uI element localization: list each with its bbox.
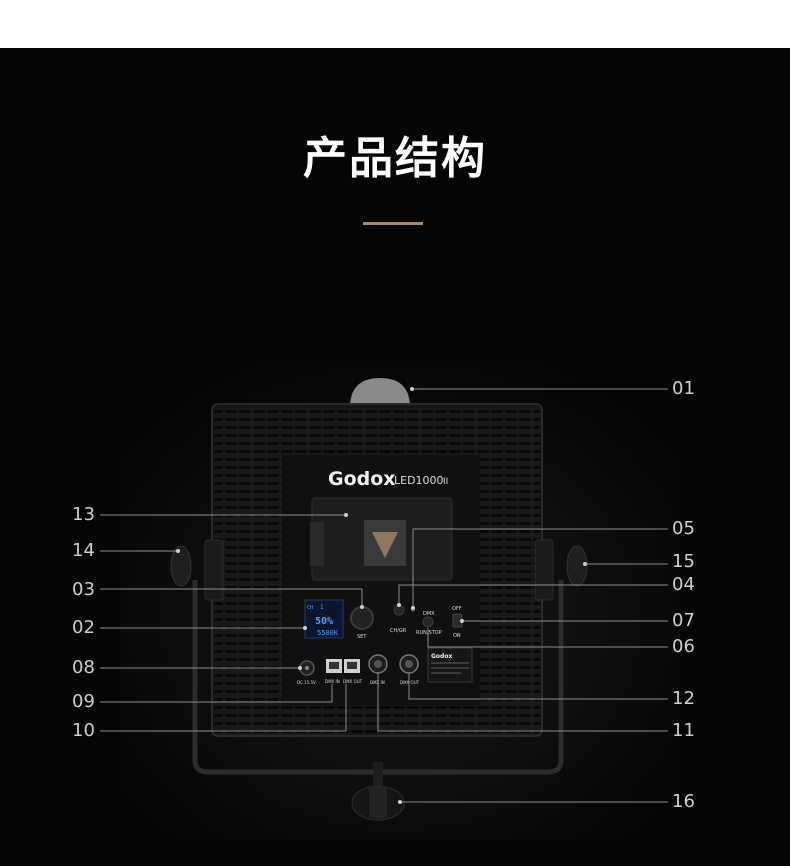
callout-02: 02 xyxy=(72,617,95,638)
v-mount-side-latch xyxy=(310,522,324,566)
dot-05 xyxy=(411,606,415,610)
right-bracket xyxy=(534,539,554,601)
sticker-brand: Godox xyxy=(431,653,452,660)
set-label: SET xyxy=(357,634,367,640)
callout-08: 08 xyxy=(72,657,95,678)
led-panel-diagram: Godox LED1000 II CH 1 50% 5500K SET CH/G… xyxy=(100,360,680,840)
top-mount-knob xyxy=(350,378,410,404)
leader-09 xyxy=(100,684,333,703)
callout-03: 03 xyxy=(72,579,95,600)
callout-09: 09 xyxy=(72,691,95,712)
set-knob[interactable] xyxy=(350,606,374,630)
leader-11 xyxy=(377,673,668,732)
sticker-line-1 xyxy=(431,662,469,664)
callout-11: 11 xyxy=(672,720,695,741)
callout-lines xyxy=(100,388,668,803)
left-lock-knob[interactable] xyxy=(170,545,192,587)
on-label: ON xyxy=(453,633,461,639)
callout-05: 05 xyxy=(672,518,695,539)
left-bracket xyxy=(204,539,224,601)
ch-gr-label: CH/GR xyxy=(390,628,407,634)
dot-15 xyxy=(583,562,587,566)
sticker-line-3 xyxy=(431,672,461,674)
callout-06: 06 xyxy=(672,636,695,657)
callout-14: 14 xyxy=(72,540,95,561)
callout-15: 15 xyxy=(672,551,695,572)
spec-sticker xyxy=(427,647,473,683)
xlr-dmx-in-pins xyxy=(374,660,382,668)
xlr-dmx-in-label: DMX IN xyxy=(370,680,385,685)
dot-16 xyxy=(398,800,402,804)
callout-04: 04 xyxy=(672,574,695,595)
v-mount-contact xyxy=(372,532,398,558)
leader-06 xyxy=(427,628,668,648)
callout-07: 07 xyxy=(672,610,695,631)
page-title: 产品结构 xyxy=(303,133,487,184)
run-stop-label: RUN/STOP xyxy=(416,630,442,636)
callout-01: 01 xyxy=(672,378,695,399)
stand-mount-collar xyxy=(369,786,387,818)
dot-02 xyxy=(303,626,307,630)
off-label: OFF xyxy=(452,606,462,612)
leader-05 xyxy=(412,528,668,608)
dot-01 xyxy=(410,387,414,391)
rj45-dmx-in-socket xyxy=(329,662,339,669)
leader-04 xyxy=(398,584,668,605)
top-white-band xyxy=(0,0,790,48)
dot-07 xyxy=(460,619,464,623)
dot-13 xyxy=(344,513,348,517)
model-suffix: II xyxy=(443,477,448,487)
run-stop-button[interactable] xyxy=(422,616,434,628)
rj45-dmx-out-label: DMX OUT xyxy=(343,679,363,684)
model-name: LED1000 xyxy=(394,474,444,487)
xlr-dmx-out-label: DMX OUT xyxy=(400,680,420,685)
lcd-brightness: 50% xyxy=(315,616,333,627)
lcd-color-temp: 5500K xyxy=(317,629,339,637)
callout-12: 12 xyxy=(672,688,695,709)
leader-10 xyxy=(100,684,347,732)
dot-14 xyxy=(176,549,180,553)
leader-12 xyxy=(408,673,668,700)
dot-04 xyxy=(397,603,401,607)
brand-logo: Godox xyxy=(328,468,396,490)
xlr-dmx-out-pins xyxy=(405,660,413,668)
sticker-line-2 xyxy=(431,667,469,669)
dmx-label: DMX xyxy=(423,611,435,617)
rj45-dmx-out-socket xyxy=(347,662,357,669)
dc-input-pin xyxy=(305,666,309,670)
rj45-dmx-in-label: DMX IN xyxy=(325,679,340,684)
right-lock-knob[interactable] xyxy=(566,545,588,587)
callout-dots xyxy=(176,387,587,804)
callout-13: 13 xyxy=(72,504,95,525)
callout-16: 16 xyxy=(672,791,695,812)
lcd-display xyxy=(304,599,344,639)
lcd-channel-value: 1 xyxy=(320,604,324,611)
callout-10: 10 xyxy=(72,720,95,741)
title-underline xyxy=(363,222,423,225)
dc-input-label: DC 15.5V xyxy=(297,680,316,685)
stand-post xyxy=(373,762,383,788)
dot-08 xyxy=(298,666,302,670)
dot-03 xyxy=(360,605,364,609)
lcd-ch-label: CH xyxy=(307,605,313,611)
